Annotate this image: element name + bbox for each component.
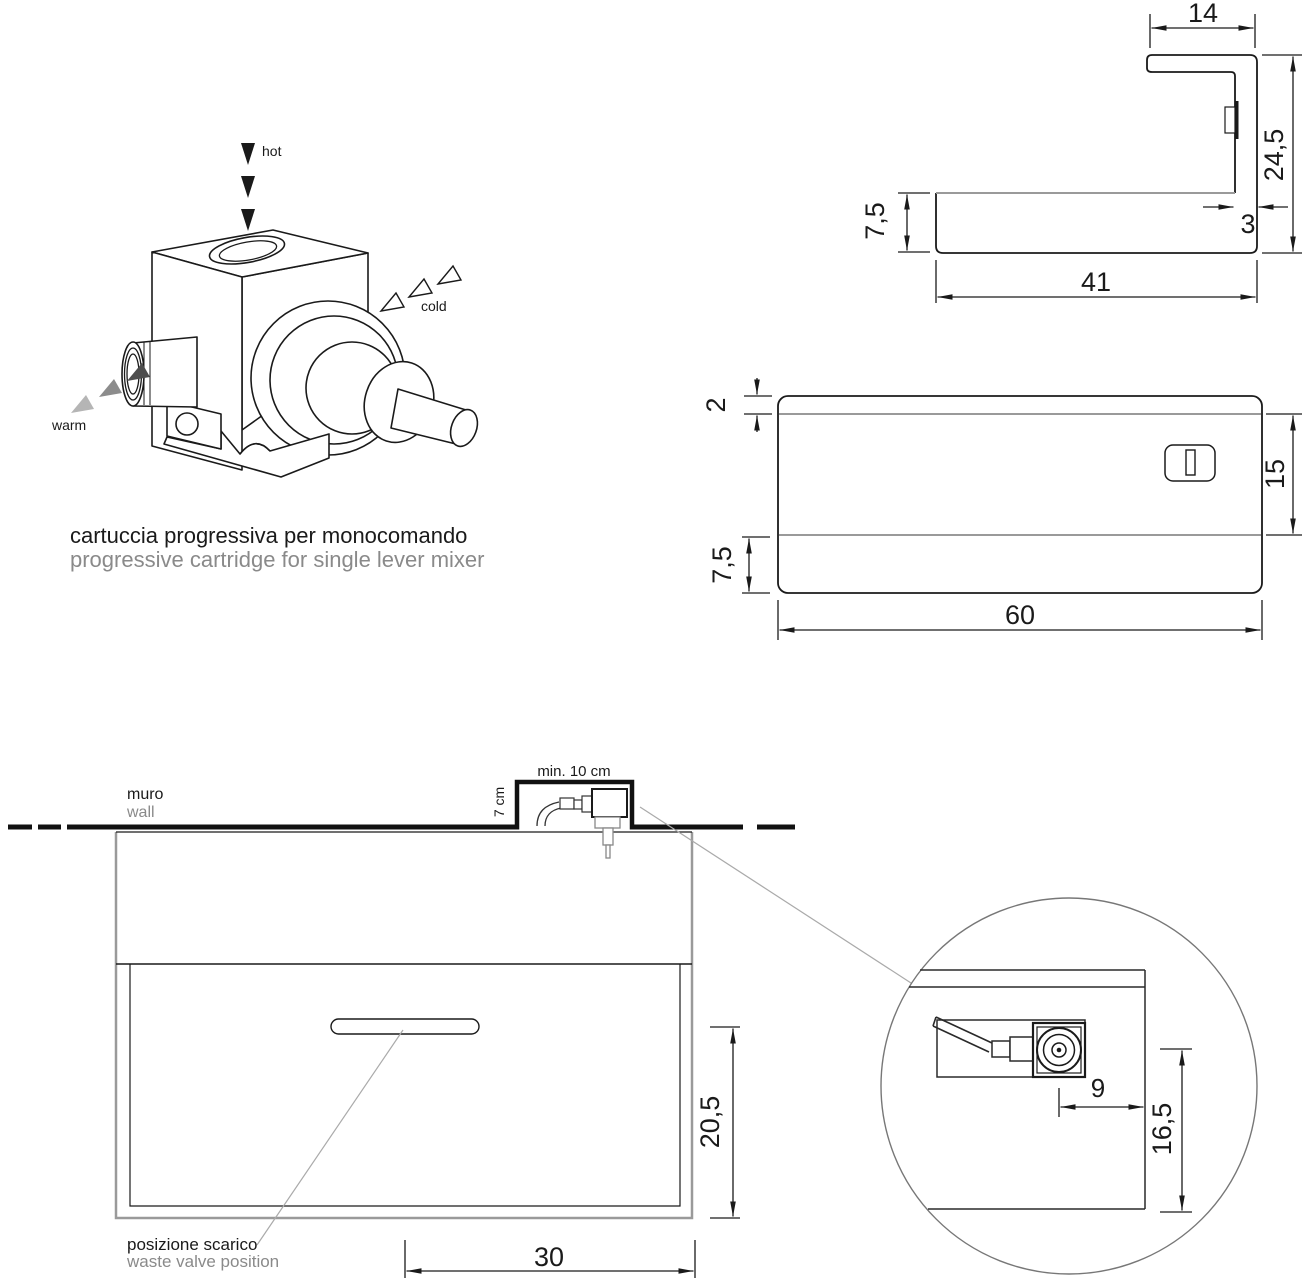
basin-outer	[114, 832, 694, 1220]
recessed-niche	[514, 779, 635, 830]
detail-section-edges	[909, 969, 1146, 1210]
detail-hose	[935, 1016, 993, 1044]
cartridge-illustration: hot cold	[51, 143, 485, 572]
base-plate-arch	[239, 442, 271, 455]
valve-stem	[605, 844, 611, 859]
dim-7-5-front: 7,5	[707, 546, 737, 584]
waste-valve-slot	[330, 1018, 480, 1035]
valve-body	[591, 788, 628, 818]
detail-leader-line	[639, 806, 912, 984]
warm-arrow-icon	[127, 363, 150, 381]
detail-circle	[880, 897, 1258, 1275]
niche-width-label: min. 10 cm	[537, 763, 610, 780]
dim-20-5: 20,5	[695, 1096, 725, 1149]
warm-arrow-icon	[71, 395, 94, 413]
cold-arrow-icon	[436, 264, 463, 286]
top-inlet-hole	[208, 235, 286, 265]
detail-fitting	[1009, 1036, 1034, 1062]
hot-arrows-icon	[241, 143, 255, 231]
dim-16-5: 16,5	[1147, 1103, 1177, 1156]
cold-arrow-icon	[379, 291, 406, 313]
supply-hose	[544, 807, 562, 827]
top-inlet-hole-inner	[218, 240, 278, 262]
wall-label: wall	[126, 804, 155, 821]
detail-valve-ring	[1042, 1033, 1076, 1067]
valve-stem	[602, 827, 614, 846]
hose-fitting	[581, 795, 593, 813]
profile-outline	[935, 54, 1258, 254]
waste-leader-line	[256, 1029, 404, 1246]
caption-italian: cartuccia progressiva per monocomando	[70, 523, 467, 548]
mixer-slot	[1185, 449, 1196, 476]
hot-arrow-icon	[241, 209, 255, 231]
front-view: 2 15 7,5 60	[701, 378, 1302, 640]
hot-arrow-icon	[241, 176, 255, 198]
dim-7-5-side: 7,5	[860, 202, 890, 240]
warm-label: warm	[51, 417, 86, 433]
hose-fitting	[559, 797, 575, 810]
muro-label: muro	[127, 786, 164, 803]
dim-15: 15	[1260, 459, 1290, 489]
warm-arrow-icon	[99, 379, 122, 397]
niche-height-label: 7 cm	[491, 787, 507, 817]
hot-arrow-icon	[241, 143, 255, 165]
dim-9: 9	[1091, 1073, 1105, 1103]
dim-14: 14	[1188, 0, 1218, 28]
detail-valve-center	[1056, 1047, 1062, 1053]
cold-label: cold	[421, 298, 447, 314]
warm-arrows-icon	[71, 363, 150, 413]
dim-24-5: 24,5	[1259, 129, 1289, 182]
waste-label-en: waste valve position	[126, 1252, 279, 1271]
cold-arrows-icon	[379, 264, 463, 313]
basin-inner-panel	[129, 964, 681, 1207]
front-outline	[777, 395, 1263, 594]
hot-label: hot	[262, 143, 282, 159]
side-profile-view: 14 24,5 7,5 3 41	[860, 0, 1302, 303]
detail-hose-end	[932, 1016, 937, 1027]
mounting-hole	[175, 412, 199, 436]
installation-view: muro wall min. 10 cm 7 cm posizione scar…	[8, 763, 912, 1278]
fixing-clip-block	[1224, 106, 1236, 134]
detail-fitting	[991, 1040, 1011, 1058]
cold-arrow-icon	[407, 277, 434, 299]
supply-hose	[536, 801, 560, 827]
lever-shaft-end	[449, 408, 479, 448]
hose-fitting	[573, 799, 583, 810]
dim-60: 60	[1005, 600, 1035, 630]
detail-hose	[932, 1025, 990, 1053]
detail-view: 9 16,5	[880, 897, 1258, 1275]
dim-41: 41	[1081, 267, 1111, 297]
dim-3: 3	[1240, 209, 1255, 239]
waste-label-it: posizione scarico	[127, 1235, 257, 1254]
detail-valve-ring	[1051, 1042, 1067, 1058]
dim-30: 30	[534, 1242, 564, 1272]
valve-stem	[594, 816, 621, 829]
caption-english: progressive cartridge for single lever m…	[70, 547, 485, 572]
dim-2: 2	[701, 397, 731, 412]
